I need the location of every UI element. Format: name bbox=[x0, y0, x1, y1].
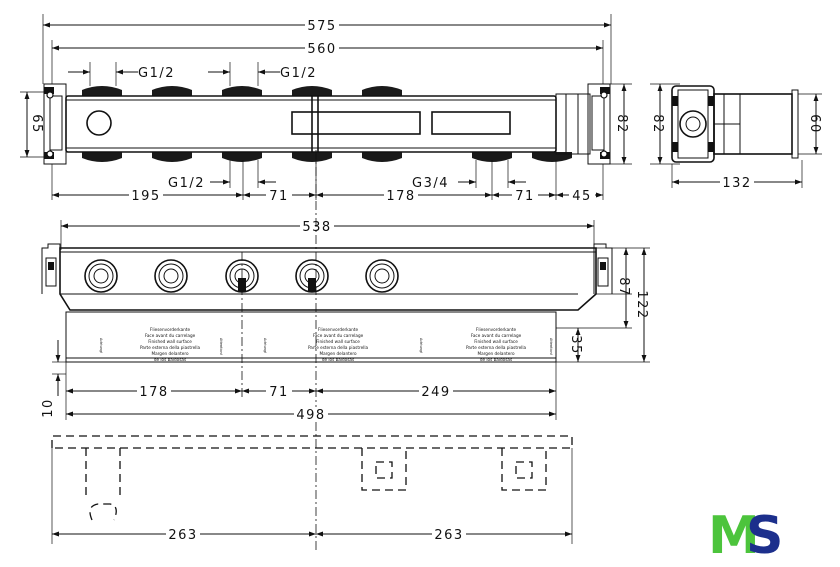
wall-label-4c: Parte esterna della piastrella bbox=[466, 345, 527, 350]
dim-575: 575 bbox=[307, 19, 336, 34]
top-view: 575 560 G1/2 G1/2 65 82 bbox=[20, 14, 632, 204]
g12-top-right-label: G1/2 bbox=[280, 66, 317, 81]
dim-122: 122 bbox=[634, 290, 649, 319]
g34-label: G3/4 bbox=[412, 176, 449, 191]
logo-letter-m: M bbox=[708, 506, 760, 566]
front-view: 538 bbox=[41, 150, 650, 552]
wall-label-6b: de los baldosas bbox=[322, 357, 354, 362]
top-body bbox=[65, 93, 591, 155]
wall-label-1c: Fliesenvorderkante bbox=[476, 327, 517, 332]
wall-label-2c: Face avant du carrelage bbox=[471, 333, 522, 338]
dim-82-top: 82 bbox=[614, 114, 629, 134]
achtung-label-c: Achtung! bbox=[419, 338, 423, 353]
dim-538: 538 bbox=[302, 220, 331, 235]
attention-label-b: Attention! bbox=[549, 338, 553, 355]
dim-10: 10 bbox=[41, 398, 56, 418]
wall-label-4b: Parte esterna della piastrella bbox=[308, 345, 369, 350]
g12-top-left-label: G1/2 bbox=[138, 66, 175, 81]
dim-82-side: 82 bbox=[650, 114, 665, 134]
wall-label-1a: Fliesenvorderkante bbox=[150, 327, 191, 332]
dim-45: 45 bbox=[572, 189, 592, 204]
wall-label-5c: Margen delantero bbox=[477, 351, 515, 356]
side-view: 82 60 132 bbox=[650, 83, 822, 191]
bottom-view: 263 263 bbox=[51, 435, 573, 544]
front-left-bracket bbox=[41, 243, 61, 294]
wall-label-3a: Finished wall surface bbox=[148, 339, 192, 344]
top-port-stubs bbox=[82, 86, 402, 96]
finished-wall-plate: Fliesenvorderkante Face avant du carrela… bbox=[65, 150, 557, 552]
wall-label-6c: de los baldosas bbox=[480, 357, 512, 362]
dim-249: 249 bbox=[421, 385, 450, 400]
attention-label-a: Attention! bbox=[219, 338, 223, 355]
dim-195: 195 bbox=[131, 189, 160, 204]
achtung-label-b: Achtung! bbox=[263, 338, 267, 353]
front-knobs bbox=[84, 259, 399, 293]
wall-label-5a: Margen delantero bbox=[151, 351, 189, 356]
dim-560: 560 bbox=[307, 42, 336, 57]
dim-35: 35 bbox=[568, 335, 583, 355]
dim-87: 87 bbox=[616, 277, 631, 297]
bottom-port-stubs bbox=[82, 152, 572, 162]
wall-label-4a: Parte esterna della piastrella bbox=[140, 345, 201, 350]
dim-263-right: 263 bbox=[434, 528, 463, 543]
dim-498: 498 bbox=[296, 408, 325, 423]
g12-bottom-label: G1/2 bbox=[168, 176, 205, 191]
wall-label-2b: Face avant du carrelage bbox=[313, 333, 364, 338]
dim-178-top: 178 bbox=[386, 189, 415, 204]
achtung-label-a: Achtung! bbox=[99, 338, 103, 353]
dim-71-front: 71 bbox=[269, 385, 289, 400]
wall-label-6a: de los baldosas bbox=[154, 357, 186, 362]
outlet-circle bbox=[86, 110, 112, 136]
dim-71-top-a: 71 bbox=[269, 189, 289, 204]
wall-label-5b: Margen delantero bbox=[319, 351, 357, 356]
dim-65: 65 bbox=[29, 114, 44, 134]
dashed-outline bbox=[51, 435, 573, 449]
ms-logo: M S bbox=[708, 506, 783, 566]
dim-71-top-b: 71 bbox=[515, 189, 535, 204]
logo-letter-s: S bbox=[746, 506, 783, 566]
dim-132: 132 bbox=[722, 176, 751, 191]
dim-178-front: 178 bbox=[139, 385, 168, 400]
wall-label-3c: Finished wall surface bbox=[474, 339, 518, 344]
right-bracket bbox=[587, 83, 611, 165]
wall-label-3b: Finished wall surface bbox=[316, 339, 360, 344]
dim-263-left: 263 bbox=[168, 528, 197, 543]
wall-label-2a: Face avant du carrelage bbox=[145, 333, 196, 338]
dim-60: 60 bbox=[807, 114, 822, 134]
left-bracket bbox=[43, 83, 67, 165]
wall-label-1b: Fliesenvorderkante bbox=[318, 327, 359, 332]
